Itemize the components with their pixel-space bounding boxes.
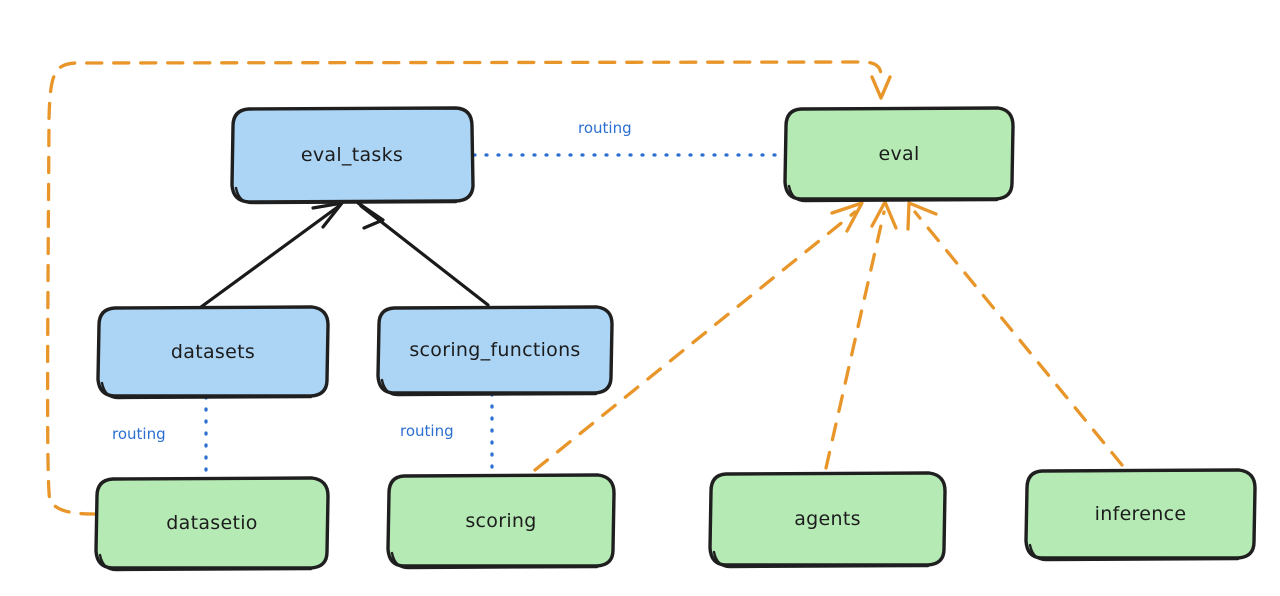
edge-datasetio-to-eval [45,60,892,516]
node-inference[interactable] [1024,468,1257,562]
edge-scoring-to-eval [533,201,864,472]
edge-label-routing-eval_tasks-eval: routing [578,119,632,137]
node-eval[interactable] [783,106,1015,203]
node-agents[interactable] [708,471,947,569]
edge-inference-to-eval [906,201,1124,467]
node-eval_tasks[interactable] [230,106,475,205]
node-scoring_functions[interactable] [376,305,614,397]
node-scoring[interactable] [386,473,616,570]
edge-label-routing-datasets-datasetio: routing [112,425,166,443]
edge-scoring_functions-to-eval_tasks [356,201,490,307]
node-datasets[interactable] [96,305,330,400]
edge-label-routing-scoring_functions-scoring: routing [400,422,454,440]
edge-agents-to-eval [824,200,898,470]
node-datasetio[interactable] [94,476,330,572]
